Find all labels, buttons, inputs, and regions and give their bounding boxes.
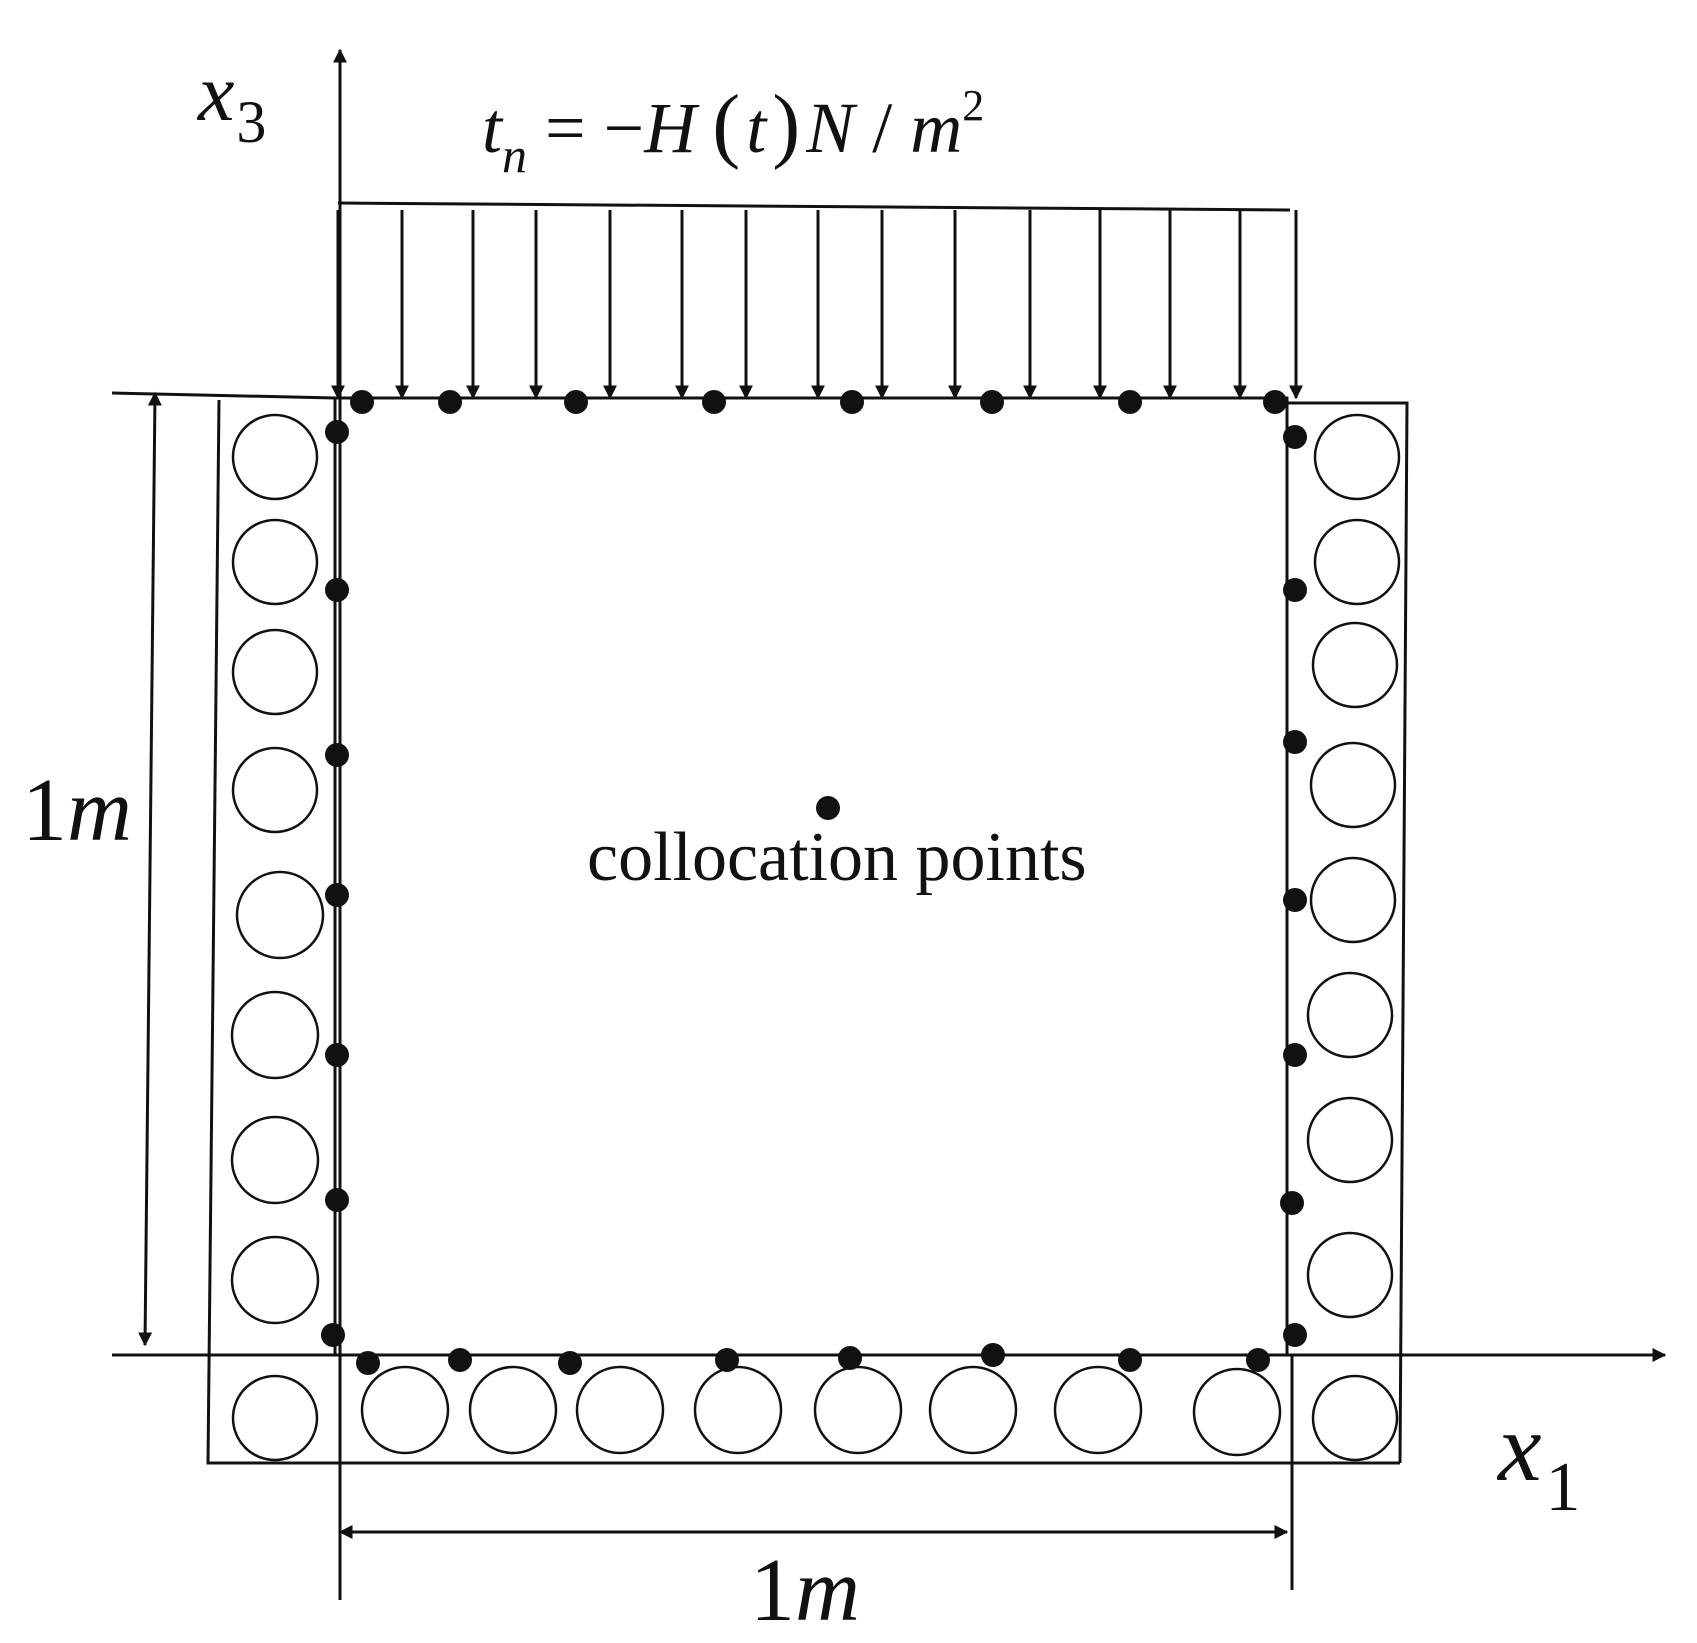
center-label: collocation points — [587, 819, 1087, 896]
source-circle — [1309, 856, 1397, 944]
collocation-point — [816, 796, 840, 820]
source-circle — [230, 990, 320, 1080]
collocation-point — [1283, 1323, 1307, 1347]
collocation-point — [1118, 390, 1142, 414]
source-circle — [1306, 1096, 1394, 1184]
source-circle — [468, 1365, 558, 1455]
source-circle — [813, 1365, 903, 1455]
collocation-point — [325, 420, 349, 444]
collocation-point — [1283, 888, 1307, 912]
source-circle — [1311, 621, 1399, 709]
left-boundary-frame — [111, 391, 1409, 1465]
source-circle — [1313, 518, 1401, 606]
source-circle — [231, 413, 319, 501]
collocation-point — [325, 743, 349, 767]
collocation-point — [1118, 1348, 1142, 1372]
x1-axis-label: x1 — [1496, 1394, 1581, 1526]
collocation-point — [325, 883, 349, 907]
source-circle — [231, 746, 319, 834]
source-circle — [1313, 413, 1401, 501]
source-circle — [231, 628, 319, 716]
source-circle — [693, 1365, 783, 1455]
x3-axis-label: x3 — [197, 47, 266, 155]
source-circle — [235, 870, 325, 960]
collocation-point — [1263, 390, 1287, 414]
collocation-point — [448, 1348, 472, 1372]
height-dimension-line — [138, 391, 162, 1347]
source-circle — [231, 518, 319, 606]
collocation-point — [438, 390, 462, 414]
collocation-point — [1283, 730, 1307, 754]
source-circle — [360, 1365, 450, 1455]
collocation-point — [1246, 1348, 1270, 1372]
collocation-point — [1283, 578, 1307, 602]
collocation-point — [1283, 1043, 1307, 1067]
source-circle — [575, 1365, 665, 1455]
collocation-points — [321, 390, 1307, 1375]
height-dimension-label: 1m — [22, 761, 132, 860]
source-circle — [1311, 1374, 1399, 1462]
collocation-point — [325, 578, 349, 602]
collocation-point — [564, 390, 588, 414]
collocation-point — [325, 1188, 349, 1212]
collocation-point — [321, 1323, 345, 1347]
width-dimension-label: 1m — [750, 1541, 860, 1640]
collocation-point — [1283, 425, 1307, 449]
load-top-line — [337, 201, 1291, 212]
collocation-point — [325, 1043, 349, 1067]
collocation-point — [1280, 1191, 1304, 1215]
collocation-point — [840, 390, 864, 414]
collocation-point — [356, 1351, 380, 1375]
collocation-point — [838, 1346, 862, 1370]
collocation-point — [981, 1343, 1005, 1367]
source-circle — [230, 1235, 320, 1325]
collocation-point — [350, 390, 374, 414]
source-circle — [1306, 1231, 1394, 1319]
load-arrows — [331, 210, 1303, 400]
source-circle — [928, 1365, 1018, 1455]
collocation-point — [980, 390, 1004, 414]
collocation-point — [558, 1351, 582, 1375]
source-circle — [1053, 1365, 1143, 1455]
load-formula: tn = −H(t)N / m2 — [482, 78, 984, 183]
collocation-point — [715, 1348, 739, 1372]
source-circle — [1192, 1367, 1282, 1457]
source-circles — [230, 413, 1401, 1462]
source-circle — [230, 1115, 320, 1205]
source-circle — [231, 1374, 319, 1462]
collocation-point — [702, 390, 726, 414]
source-circle — [1306, 971, 1394, 1059]
source-circle — [1309, 741, 1397, 829]
